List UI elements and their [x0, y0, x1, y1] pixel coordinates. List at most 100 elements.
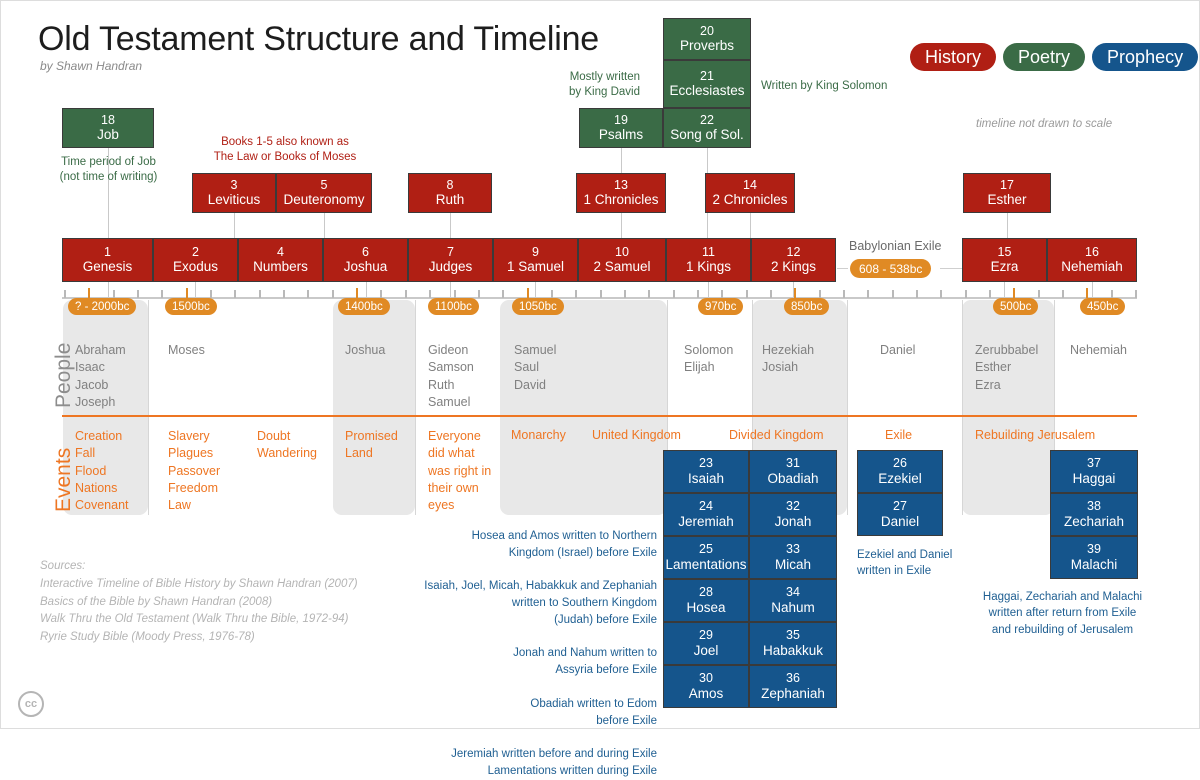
book-malachi[interactable]: 39 Malachi [1050, 536, 1138, 579]
legend-pill-prophecy[interactable]: Prophecy [1092, 43, 1199, 71]
book-nehemiah[interactable]: 16 Nehemiah [1047, 238, 1137, 282]
book-job[interactable]: 18 Job [62, 108, 154, 148]
book-2-chronicles[interactable]: 14 2 Chronicles [705, 173, 795, 213]
legend-pill-history[interactable]: History [910, 43, 997, 71]
book-genesis[interactable]: 1 Genesis [62, 238, 153, 282]
timeline-tick [137, 290, 139, 298]
book-zechariah[interactable]: 38 Zechariah [1050, 493, 1138, 536]
band-col-5 [962, 300, 1054, 515]
timeline-date-badge[interactable]: 1100bc [428, 298, 479, 315]
events-cell: Creation Fall Flood Nations Covenant [75, 429, 129, 512]
timeline-tick [380, 290, 383, 298]
book-ecclesiastes[interactable]: 21 Ecclesiastes [663, 60, 751, 108]
book-proverbs[interactable]: 20 Proverbs [663, 18, 751, 60]
book-number: 20 [700, 23, 714, 38]
book-number: 6 [362, 244, 369, 259]
timeline-tick [818, 290, 821, 298]
book-name: Micah [774, 556, 811, 572]
book-lamentations[interactable]: 25 Lamentations [663, 536, 749, 579]
book-habakkuk[interactable]: 35 Habakkuk [749, 622, 837, 665]
book-1-kings[interactable]: 11 1 Kings [666, 238, 751, 282]
book-daniel[interactable]: 27 Daniel [857, 493, 943, 536]
book-joshua[interactable]: 6 Joshua [323, 238, 408, 282]
book-number: 13 [614, 177, 628, 192]
legend-pill-poetry[interactable]: Poetry [1003, 43, 1086, 71]
exile-date-badge[interactable]: 608 - 538bc [850, 259, 932, 278]
people-cell: Hezekiah Josiah [762, 343, 815, 375]
book-psalms[interactable]: 19 Psalms [579, 108, 663, 148]
timeline-date-badge[interactable]: 970bc [698, 298, 744, 315]
timeline-date-badge[interactable]: 500bc [993, 298, 1039, 315]
book-name: Hosea [686, 599, 726, 615]
events-heading: Divided Kingdom [729, 428, 824, 442]
book-name: Leviticus [207, 192, 261, 208]
timeline-date-badge[interactable]: 1400bc [338, 298, 390, 315]
book-joel[interactable]: 29 Joel [663, 622, 749, 665]
book-2-samuel[interactable]: 10 2 Samuel [578, 238, 666, 282]
book-name: Song of Sol. [670, 127, 744, 143]
book-esther[interactable]: 17 Esther [963, 173, 1051, 213]
timeline-date-badge[interactable]: 850bc [784, 298, 830, 315]
timeline-tick [112, 290, 115, 298]
book-jeremiah[interactable]: 24 Jeremiah [663, 493, 749, 536]
book-number: 16 [1085, 244, 1099, 259]
timeline-tick [891, 290, 894, 298]
leader-2kings [793, 282, 794, 298]
book-name: Ruth [435, 192, 465, 208]
book-jonah[interactable]: 32 Jonah [749, 493, 837, 536]
book-leviticus[interactable]: 3 Leviticus [192, 173, 276, 213]
timeline-tick [307, 290, 310, 298]
page-title: Old Testament Structure and Timeline [38, 20, 600, 58]
book-name: 2 Chronicles [712, 192, 788, 208]
book-exodus[interactable]: 2 Exodus [153, 238, 238, 282]
book-judges[interactable]: 7 Judges [408, 238, 493, 282]
book-number: 2 [192, 244, 199, 259]
book-haggai[interactable]: 37 Haggai [1050, 450, 1138, 493]
book-name: Zechariah [1063, 513, 1125, 529]
timeline-tick [161, 290, 164, 298]
timeline-date-badge[interactable]: ? - 2000bc [68, 298, 137, 315]
book-1-samuel[interactable]: 9 1 Samuel [493, 238, 578, 282]
sources-block: Sources: Interactive Timeline of Bible H… [40, 560, 358, 644]
timeline-tick [429, 290, 432, 298]
book-number: 31 [786, 456, 800, 471]
book-amos[interactable]: 30 Amos [663, 665, 749, 708]
book-number: 29 [699, 628, 713, 643]
book-name: Isaiah [687, 470, 725, 486]
book-number: 9 [532, 244, 539, 259]
caption-job-note: Time period of Job (not time of writing) [59, 156, 158, 184]
book-nahum[interactable]: 34 Nahum [749, 579, 837, 622]
book-name: Nehemiah [1061, 259, 1123, 275]
book-name: 1 Samuel [506, 259, 565, 275]
book-number: 3 [230, 177, 238, 192]
book-ezra[interactable]: 15 Ezra [962, 238, 1047, 282]
book-song-of-sol[interactable]: 22 Song of Sol. [663, 108, 751, 148]
timeline-tick [721, 290, 724, 298]
timeline-date-badge[interactable]: 1050bc [512, 298, 564, 315]
timeline-tick [1062, 290, 1064, 298]
book-name: Exodus [172, 259, 219, 275]
book-zephaniah[interactable]: 36 Zephaniah [749, 665, 837, 708]
book-ruth[interactable]: 8 Ruth [408, 173, 492, 213]
timeline-tick [964, 290, 967, 298]
book-name: Deuteronomy [283, 192, 365, 208]
book-1-chronicles[interactable]: 13 1 Chronicles [576, 173, 666, 213]
book-2-kings[interactable]: 12 2 Kings [751, 238, 836, 282]
leader-deuteronomy [324, 213, 325, 238]
book-numbers[interactable]: 4 Numbers [238, 238, 323, 282]
book-micah[interactable]: 33 Micah [749, 536, 837, 579]
timeline-tick [648, 290, 651, 298]
book-isaiah[interactable]: 23 Isaiah [663, 450, 749, 493]
book-ezekiel[interactable]: 26 Ezekiel [857, 450, 943, 493]
book-deuteronomy[interactable]: 5 Deuteronomy [276, 173, 372, 213]
exile-dash-left [837, 268, 848, 269]
leader-1samuel [535, 282, 536, 298]
timeline-date-badge[interactable]: 1500bc [165, 298, 217, 315]
book-hosea[interactable]: 28 Hosea [663, 579, 749, 622]
timeline-date-badge[interactable]: 450bc [1080, 298, 1126, 315]
scale-note: timeline not drawn to scale [976, 118, 1113, 130]
book-number: 38 [1087, 499, 1101, 514]
book-number: 26 [893, 456, 907, 471]
book-obadiah[interactable]: 31 Obadiah [749, 450, 837, 493]
timeline-tick [940, 290, 943, 298]
